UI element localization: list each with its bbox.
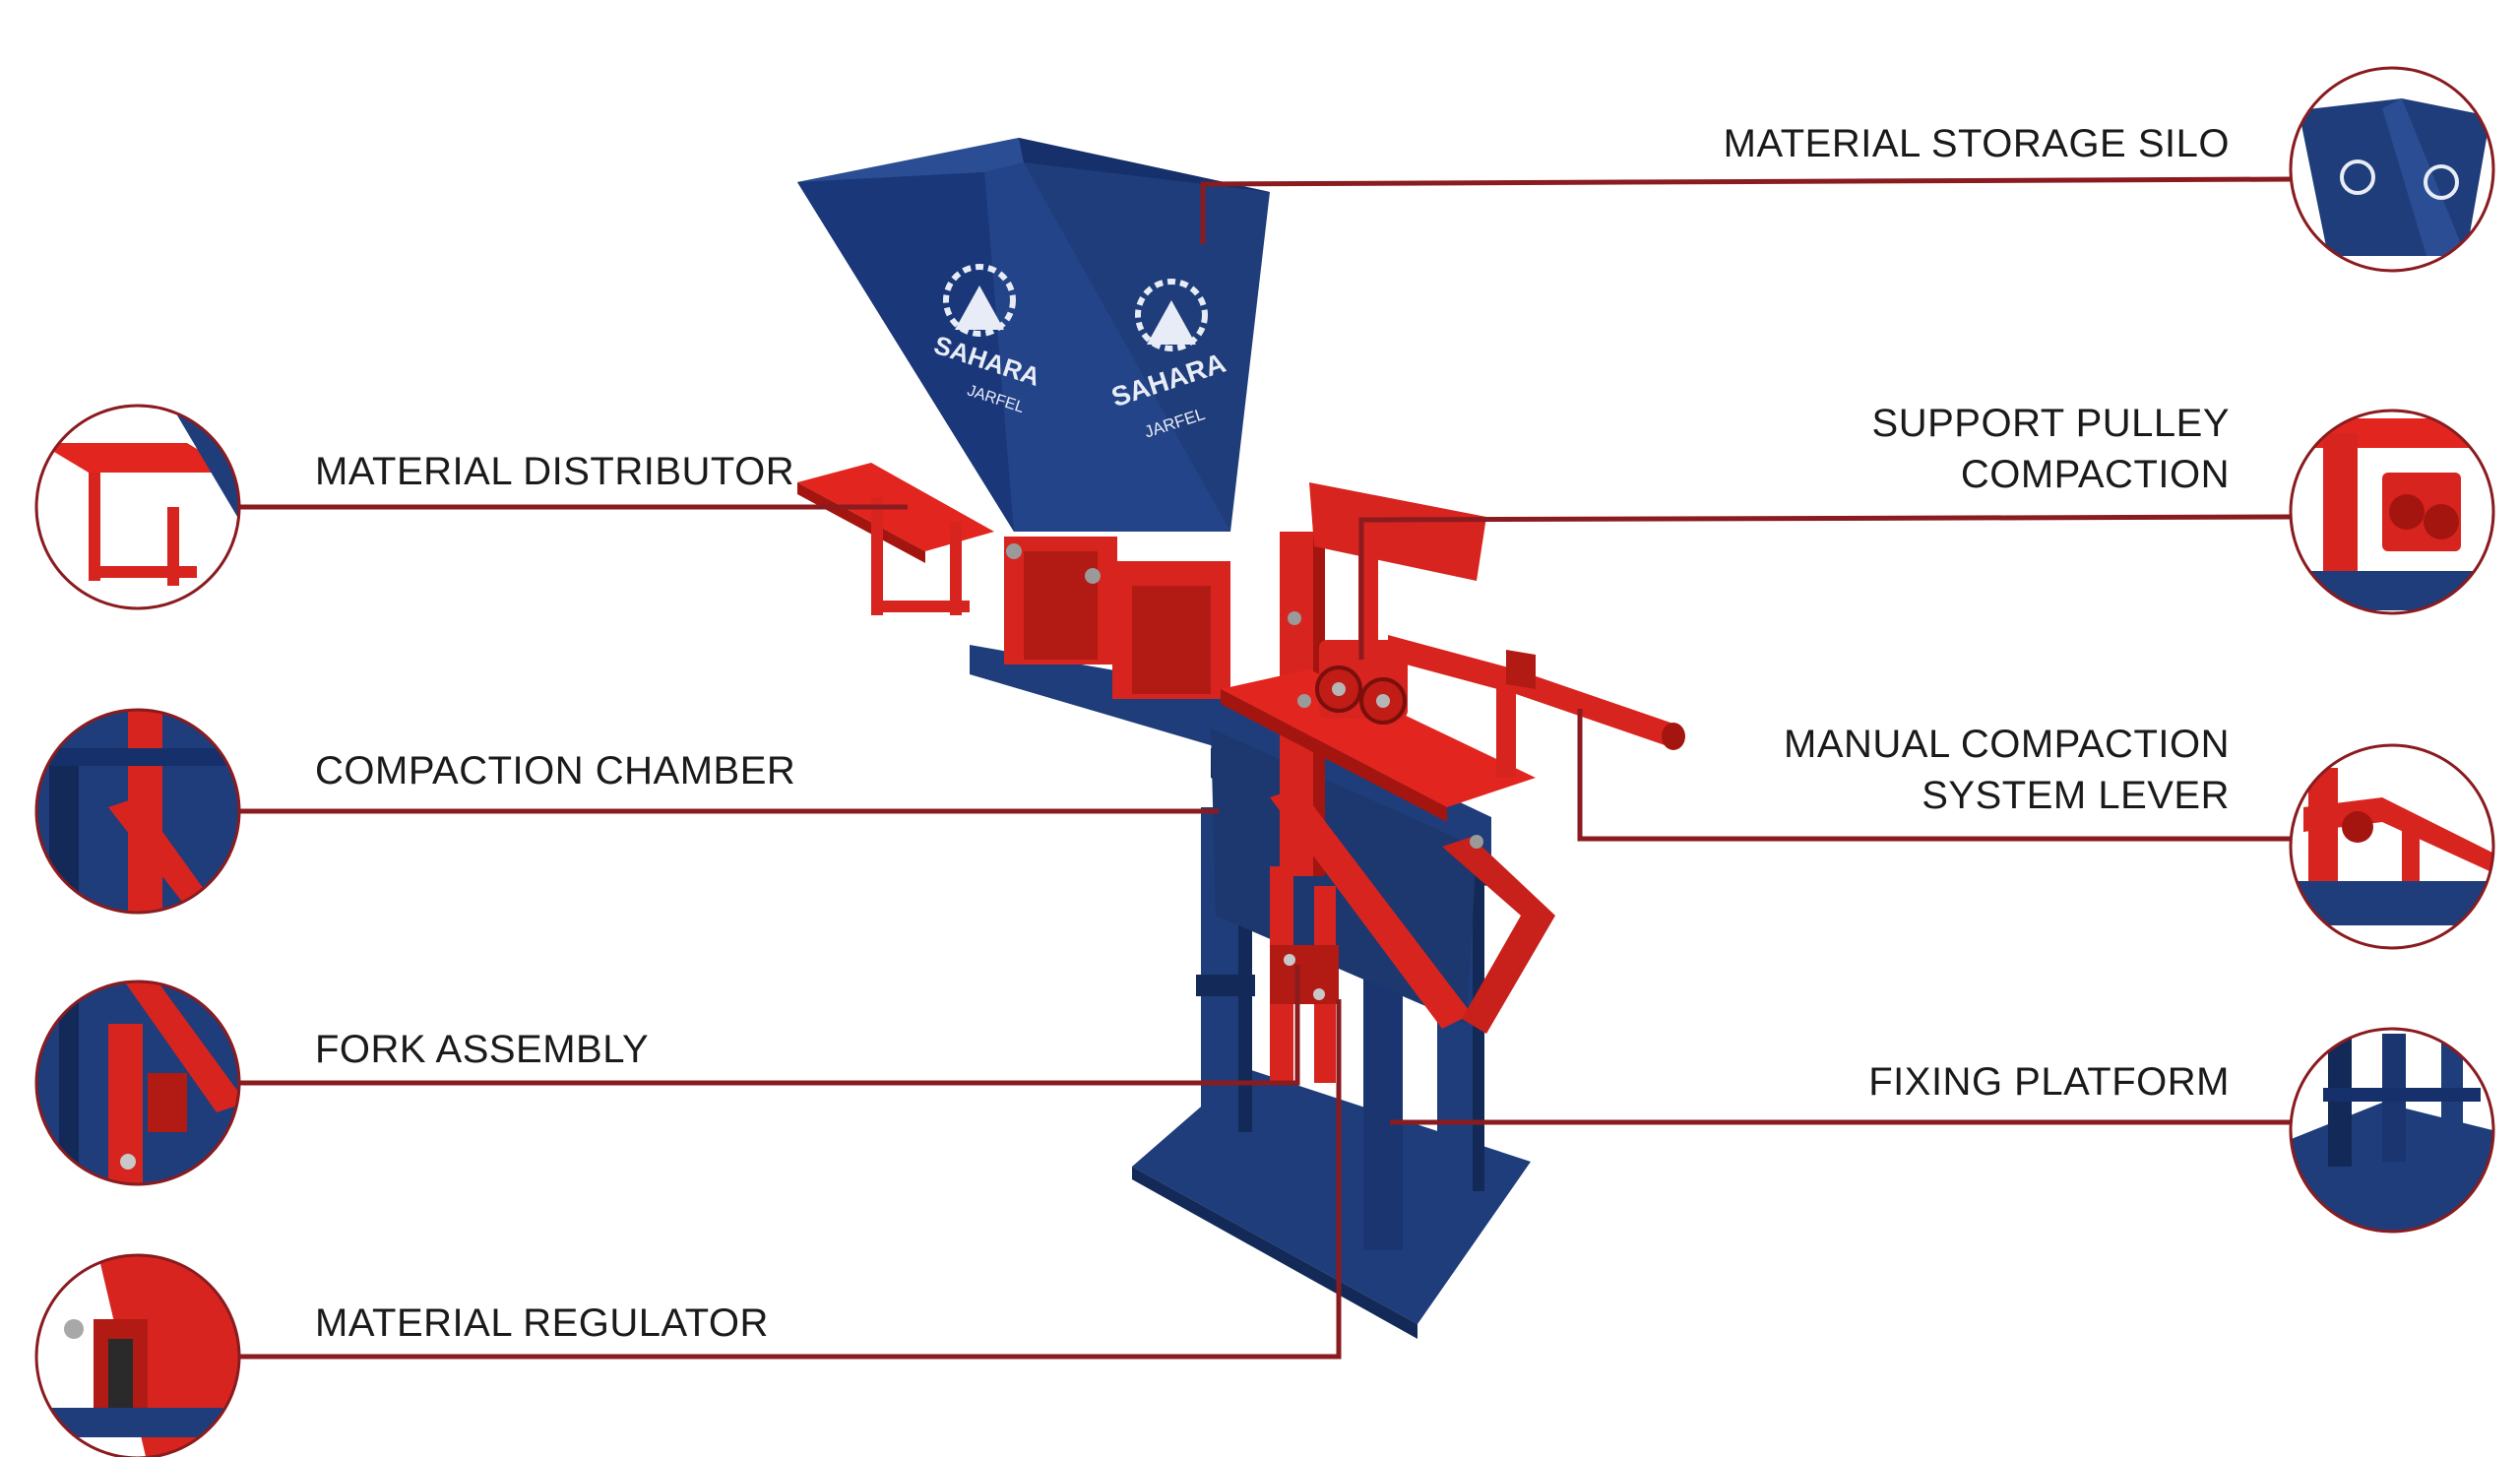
label-manual-compaction-lever: MANUAL COMPACTION SYSTEM LEVER bbox=[1784, 719, 2230, 821]
fork-diagonal-arm bbox=[1270, 788, 1472, 1029]
detail-fork-assembly bbox=[34, 980, 241, 1186]
leader-manual-lever bbox=[1577, 709, 2292, 842]
detail-manual-lever bbox=[2289, 743, 2495, 950]
detail-fixing-platform bbox=[2289, 1027, 2495, 1234]
label-material-distributor: MATERIAL DISTRIBUTOR bbox=[315, 446, 794, 497]
label-material-storage-silo-text: MATERIAL STORAGE SILO bbox=[1723, 122, 2230, 165]
pulley-assembly bbox=[1315, 640, 1408, 725]
label-manual-lever-line2: SYSTEM LEVER bbox=[1922, 774, 2230, 817]
label-fixing-platform: FIXING PLATFORM bbox=[1868, 1056, 2230, 1108]
detail-support-pulley bbox=[2289, 409, 2495, 615]
label-support-pulley-compaction: SUPPORT PULLEY COMPACTION bbox=[1872, 398, 2230, 500]
label-manual-lever-line1: MANUAL COMPACTION bbox=[1784, 723, 2230, 766]
label-material-regulator-text: MATERIAL REGULATOR bbox=[315, 1301, 769, 1345]
detail-material-regulator bbox=[34, 1253, 241, 1457]
leader-material-storage-silo bbox=[1200, 176, 2293, 244]
label-compaction-chamber: COMPACTION CHAMBER bbox=[315, 745, 795, 796]
detail-material-storage-silo bbox=[2289, 66, 2495, 273]
label-support-pulley-line1: SUPPORT PULLEY bbox=[1871, 402, 2230, 445]
label-material-distributor-text: MATERIAL DISTRIBUTOR bbox=[315, 450, 795, 493]
label-support-pulley-line2: COMPACTION bbox=[1960, 453, 2230, 496]
label-material-regulator: MATERIAL REGULATOR bbox=[315, 1298, 769, 1349]
leader-material-regulator bbox=[228, 999, 1342, 1360]
brick-machine-illustration: SAHARA JARFEL SAHARA JARFEL bbox=[797, 138, 1685, 1339]
support-bracket bbox=[1309, 482, 1486, 581]
label-fixing-platform-text: FIXING PLATFORM bbox=[1868, 1060, 2230, 1104]
label-material-storage-silo: MATERIAL STORAGE SILO bbox=[1724, 118, 2230, 169]
detail-material-distributor bbox=[34, 404, 241, 610]
leader-lines bbox=[228, 176, 2293, 1360]
label-fork-assembly: FORK ASSEMBLY bbox=[315, 1024, 649, 1075]
fork-brace bbox=[1442, 837, 1555, 1034]
manual-lever-arm bbox=[1388, 635, 1673, 748]
leader-fork-assembly bbox=[228, 965, 1300, 1086]
detail-compaction-chamber bbox=[34, 708, 241, 915]
label-fork-assembly-text: FORK ASSEMBLY bbox=[315, 1028, 650, 1071]
label-compaction-chamber-text: COMPACTION CHAMBER bbox=[315, 749, 796, 792]
leader-support-pulley bbox=[1358, 514, 2293, 660]
